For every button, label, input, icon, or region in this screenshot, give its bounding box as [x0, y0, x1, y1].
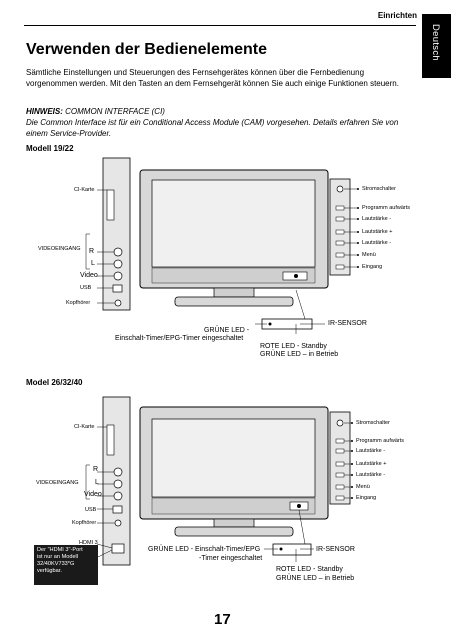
vol-down-2-label-2: Lautstärke - [356, 472, 386, 478]
green-led-label-2: GRÜNE LED - Einschalt-Timer/EPG [148, 546, 261, 553]
headphone-label: Kopfhörer [66, 300, 91, 306]
model1-heading: Modell 19/22 [26, 144, 74, 153]
hdmi-note-line: verfügbar. [37, 568, 62, 574]
usb-label: USB [80, 285, 92, 291]
hdmi-label: HDMI 3 [79, 540, 98, 546]
video-label: Video [80, 272, 98, 279]
l-label: L [91, 260, 95, 267]
power-switch-label-2: Stromschalter [356, 420, 390, 426]
video-input-label-2: VIDEOEINGANG [36, 480, 79, 486]
vol-down-2-label: Lautstärke - [362, 240, 392, 246]
hdmi-note-box: Der "HDMI 3"-Port ist nur an Modell 32/4… [34, 545, 98, 585]
headphone-label-2: Kopfhörer [72, 520, 97, 526]
vol-down-label: Lautstärke - [362, 216, 392, 222]
input-label-2: Eingang [356, 495, 377, 501]
prog-up-label-2: Programm aufwärts [356, 438, 404, 444]
model2-diagram [85, 396, 353, 566]
menu-label-2: Menü [356, 484, 370, 490]
ci-card-label: CI-Karte [74, 187, 95, 193]
video-input-label: VIDEOEINGANG [38, 246, 81, 252]
green-on-label: GRÜNE LED – in Betrieb [260, 351, 339, 358]
note-text: Die Common Interface ist für ein Conditi… [26, 118, 399, 138]
header-rule [24, 25, 416, 26]
intro-paragraph: Sämtliche Einstellungen und Steuerungen … [26, 68, 399, 88]
ir-sensor-label: IR-SENSOR [328, 320, 367, 327]
model2-heading: Model 26/32/40 [26, 378, 83, 387]
ci-card-label-2: CI-Karte [74, 424, 95, 430]
language-tab: Deutsch [422, 14, 451, 78]
hdmi-note-line: 32/40KV733*G [37, 561, 75, 567]
note-title: COMMON INTERFACE (CI) [62, 107, 165, 116]
timer-label: Einschalt-Timer/EPG-Timer eingeschaltet [115, 335, 244, 342]
language-tab-label: Deutsch [430, 24, 441, 61]
model1-diagram [85, 157, 359, 334]
note-heading: HINWEIS: COMMON INTERFACE (CI) [26, 107, 165, 116]
section-label: Einrichten [377, 11, 417, 20]
video-label-2: Video [84, 491, 102, 498]
green-on-label-2: GRÜNE LED – in Betrieb [276, 575, 355, 582]
hdmi-note-line: ist nur an Modell [37, 554, 79, 560]
menu-label: Menü [362, 252, 376, 258]
power-switch-label: Stromschalter [362, 186, 396, 192]
prog-up-label: Programm aufwärts [362, 205, 410, 211]
r-label-2: R [93, 466, 99, 473]
l-label-2: L [95, 479, 99, 486]
red-led-label: ROTE LED - Standby [260, 343, 327, 350]
page-title: Verwenden der Bedienelemente [26, 41, 267, 58]
input-label: Eingang [362, 264, 383, 270]
r-label: R [89, 248, 95, 255]
red-led-label-2: ROTE LED - Standby [276, 566, 343, 573]
usb-label-2: USB [85, 507, 97, 513]
page-number: 17 [214, 611, 231, 628]
vol-up-label: Lautstärke + [362, 229, 393, 235]
ir-sensor-label-2: IR-SENSOR [316, 546, 355, 553]
green-led-label: GRÜNE LED - [204, 327, 250, 334]
note-label: HINWEIS: [26, 107, 63, 116]
timer-label-2: -Timer eingeschaltet [199, 555, 263, 562]
vol-down-label-2: Lautstärke - [356, 448, 386, 454]
vol-up-label-2: Lautstärke + [356, 461, 387, 467]
hdmi-note-line: Der "HDMI 3"-Port [37, 547, 83, 553]
